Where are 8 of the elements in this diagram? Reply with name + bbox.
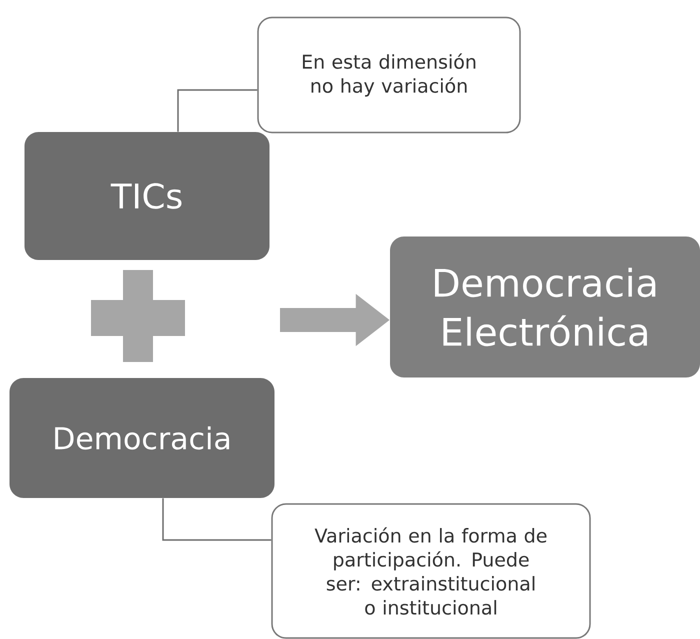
- result-box: Democracia Electrónica: [390, 236, 700, 378]
- plus-sign: [91, 270, 185, 362]
- process-box: TICs: [24, 132, 270, 260]
- leader-line: [177, 89, 258, 132]
- leader-line: [162, 498, 272, 541]
- callout-box: En esta dimensión no hay variación: [257, 16, 521, 134]
- process-box: Democracia: [10, 378, 274, 498]
- callout-box: Variación en la forma de participación. Puede ser: extrainstitucional o institucional: [271, 503, 591, 639]
